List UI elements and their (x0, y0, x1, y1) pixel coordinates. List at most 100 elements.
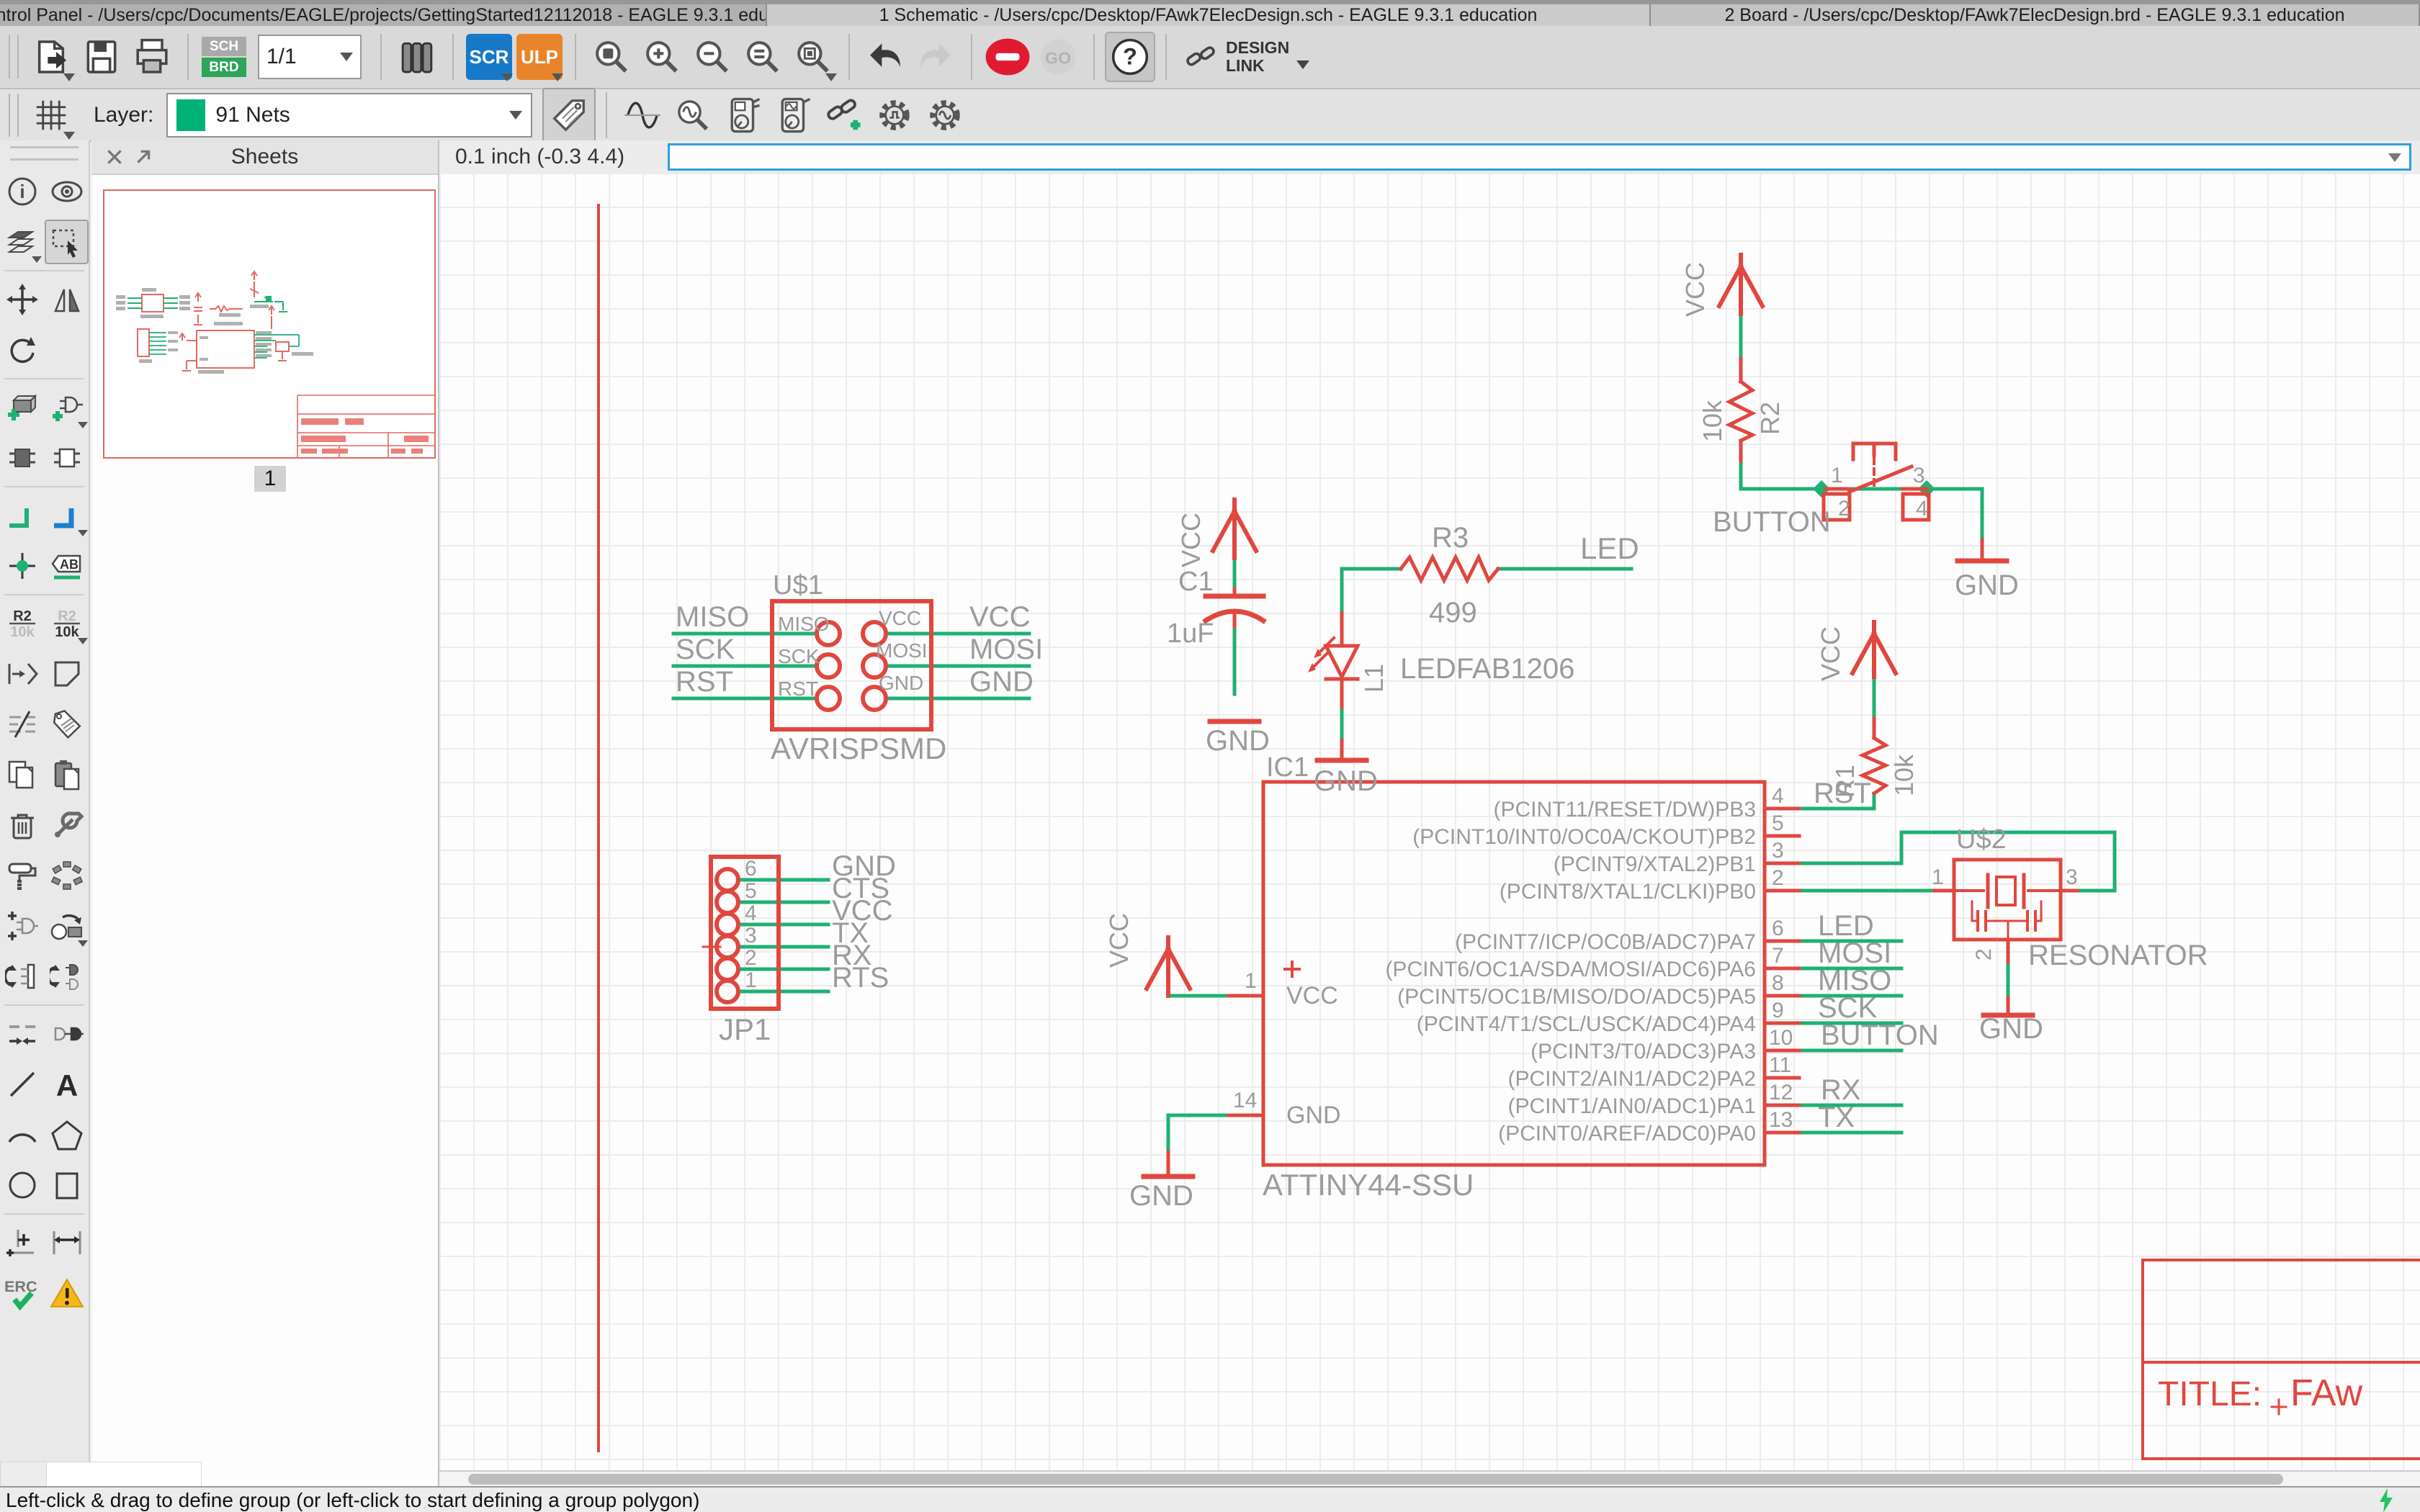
zoom-redraw-button[interactable] (738, 31, 788, 83)
tool-invoke[interactable] (1, 905, 43, 947)
layer-toolbar-drag-handle[interactable] (9, 93, 19, 137)
sch-text-u1-value: AVRISPSMD (771, 732, 946, 765)
tool-rotate[interactable] (1, 329, 43, 371)
panel-footer-field[interactable] (46, 1462, 202, 1488)
label-tool-button[interactable] (542, 87, 596, 143)
tool-net[interactable] (1, 495, 43, 536)
tool-add-part[interactable] (1, 387, 43, 428)
tool-errors[interactable] (46, 1272, 88, 1314)
tool-merge-gates[interactable] (46, 1013, 88, 1055)
scr-button[interactable]: SCR (464, 31, 514, 83)
tool-rect[interactable] (46, 1164, 88, 1206)
palette-divider (4, 1213, 84, 1215)
command-input[interactable] (668, 143, 2411, 171)
status-message: Left-click & drag to define group (or le… (6, 1489, 700, 1511)
zoom-in-button[interactable] (637, 31, 687, 83)
layer-dropdown[interactable]: 91 Nets (166, 92, 533, 138)
stop-icon (985, 38, 1030, 76)
tool-mark[interactable] (1, 1222, 43, 1264)
sch-text-net-rst: RST (1814, 778, 1871, 809)
spice-settings-button[interactable] (869, 89, 920, 141)
tool-group-select[interactable] (44, 220, 89, 264)
tool-erc[interactable]: ERC (1, 1272, 43, 1314)
tool-display-layers[interactable] (0, 221, 42, 263)
switch-sch-brd-button[interactable]: SCH BRD (199, 31, 249, 83)
sheet-page-number[interactable]: 1 (254, 466, 286, 492)
undo-button[interactable] (860, 31, 910, 83)
tool-polygon[interactable] (46, 1114, 88, 1156)
open-file-button[interactable] (26, 31, 76, 83)
tool-copy[interactable] (1, 754, 43, 796)
tool-split[interactable] (1, 703, 43, 745)
redo-button[interactable] (910, 31, 961, 83)
tool-paint[interactable] (1, 855, 43, 896)
sch-text-u1-name: U$1 (773, 570, 823, 600)
tool-pinswap[interactable] (46, 955, 88, 997)
horizontal-scrollbar-thumb[interactable] (468, 1474, 2283, 1485)
tool-mirror[interactable] (46, 279, 88, 320)
zoom-select-button[interactable] (788, 31, 838, 83)
multimeter-button[interactable] (718, 89, 768, 141)
tool-junction[interactable] (1, 545, 43, 587)
tool-change[interactable] (46, 804, 88, 846)
tool-arc[interactable] (1, 1114, 43, 1156)
sch-text-u2-name: U$2 (1956, 824, 2007, 855)
tool-text[interactable]: A (46, 1063, 88, 1105)
probe-button[interactable] (668, 89, 718, 141)
tool-line[interactable] (1, 1063, 43, 1105)
tool-add-gate[interactable] (46, 387, 88, 428)
tool-show[interactable] (46, 171, 88, 212)
tool-dimension[interactable] (46, 1222, 88, 1264)
palette-drag-handle[interactable] (10, 146, 79, 161)
tool-name[interactable]: R2 10k (1, 603, 43, 644)
tool-bus[interactable] (46, 495, 88, 536)
tool-delete[interactable] (1, 804, 43, 846)
command-input-caret[interactable] (2388, 153, 2401, 162)
simulate-button[interactable] (617, 89, 668, 141)
sheet-thumbnail[interactable] (102, 188, 437, 460)
add-link-button[interactable] (819, 89, 869, 141)
tool-attribute[interactable] (46, 703, 88, 745)
tool-move[interactable] (1, 279, 43, 320)
close-icon[interactable] (100, 143, 129, 171)
stop-button[interactable] (982, 31, 1033, 83)
save-button[interactable] (76, 31, 127, 83)
print-button[interactable] (127, 31, 177, 83)
ulp-button[interactable]: ULP (514, 31, 565, 83)
sch-text-ic1-num-13: 13 (1769, 1108, 1793, 1132)
tool-value[interactable]: R2 10k (46, 603, 88, 644)
tool-label[interactable]: AB (46, 545, 88, 587)
mirror-icon (53, 289, 80, 312)
library-button[interactable] (392, 31, 442, 83)
help-button[interactable]: ? (1105, 32, 1155, 82)
file-icon (37, 40, 66, 73)
tool-circle[interactable] (1, 1164, 43, 1206)
sheet-selector[interactable]: 1/1 (258, 35, 362, 79)
tool-gateswap[interactable] (1, 955, 43, 997)
tool-replace-outline[interactable] (46, 437, 88, 479)
zoom-fit-button[interactable] (586, 31, 637, 83)
toolbar-drag-handle[interactable] (9, 35, 19, 78)
tab-schematic[interactable]: 1 Schematic - /Users/cpc/Desktop/FAwk7El… (767, 4, 1651, 26)
oscilloscope-button[interactable] (768, 89, 819, 141)
sine-wave-icon (624, 101, 661, 129)
design-link-button[interactable]: DESIGN LINK (1183, 39, 1310, 75)
tool-miter[interactable] (46, 653, 88, 695)
grid-button[interactable] (26, 89, 76, 141)
sim-settings-button[interactable] (920, 89, 970, 141)
tool-paste[interactable] (46, 754, 88, 796)
tool-info[interactable]: i (1, 171, 43, 212)
tool-pin[interactable] (1, 653, 43, 695)
tool-smash[interactable] (46, 855, 88, 896)
tool-merge-nets[interactable] (1, 1013, 43, 1055)
tab-control-panel[interactable]: Control Panel - /Users/cpc/Documents/EAG… (0, 4, 767, 26)
erc-icon: ERC (4, 1277, 37, 1311)
horizontal-scrollbar[interactable] (439, 1470, 2420, 1488)
tool-replace-shape[interactable] (46, 905, 88, 947)
popout-icon[interactable] (129, 143, 158, 171)
zoom-out-button[interactable] (687, 31, 738, 83)
tool-replace[interactable] (1, 437, 43, 479)
go-button[interactable]: GO (1033, 31, 1083, 83)
tab-board[interactable]: 2 Board - /Users/cpc/Desktop/FAwk7ElecDe… (1651, 4, 2420, 26)
